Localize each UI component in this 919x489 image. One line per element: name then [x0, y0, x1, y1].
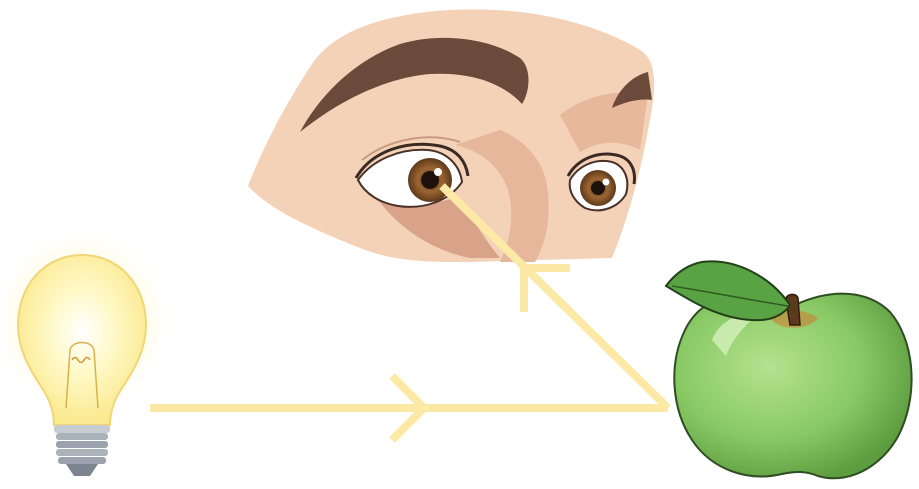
lightbulb-icon — [0, 230, 170, 476]
bulb-base-collar — [54, 425, 110, 433]
eyes-icon — [248, 9, 654, 262]
bulb-glass — [18, 255, 146, 425]
bulb-screw-base — [56, 433, 108, 476]
right-eye-highlight — [603, 179, 610, 186]
apple-icon — [666, 261, 912, 478]
left-eye-highlight — [434, 168, 442, 176]
apple-leaf — [666, 261, 790, 320]
